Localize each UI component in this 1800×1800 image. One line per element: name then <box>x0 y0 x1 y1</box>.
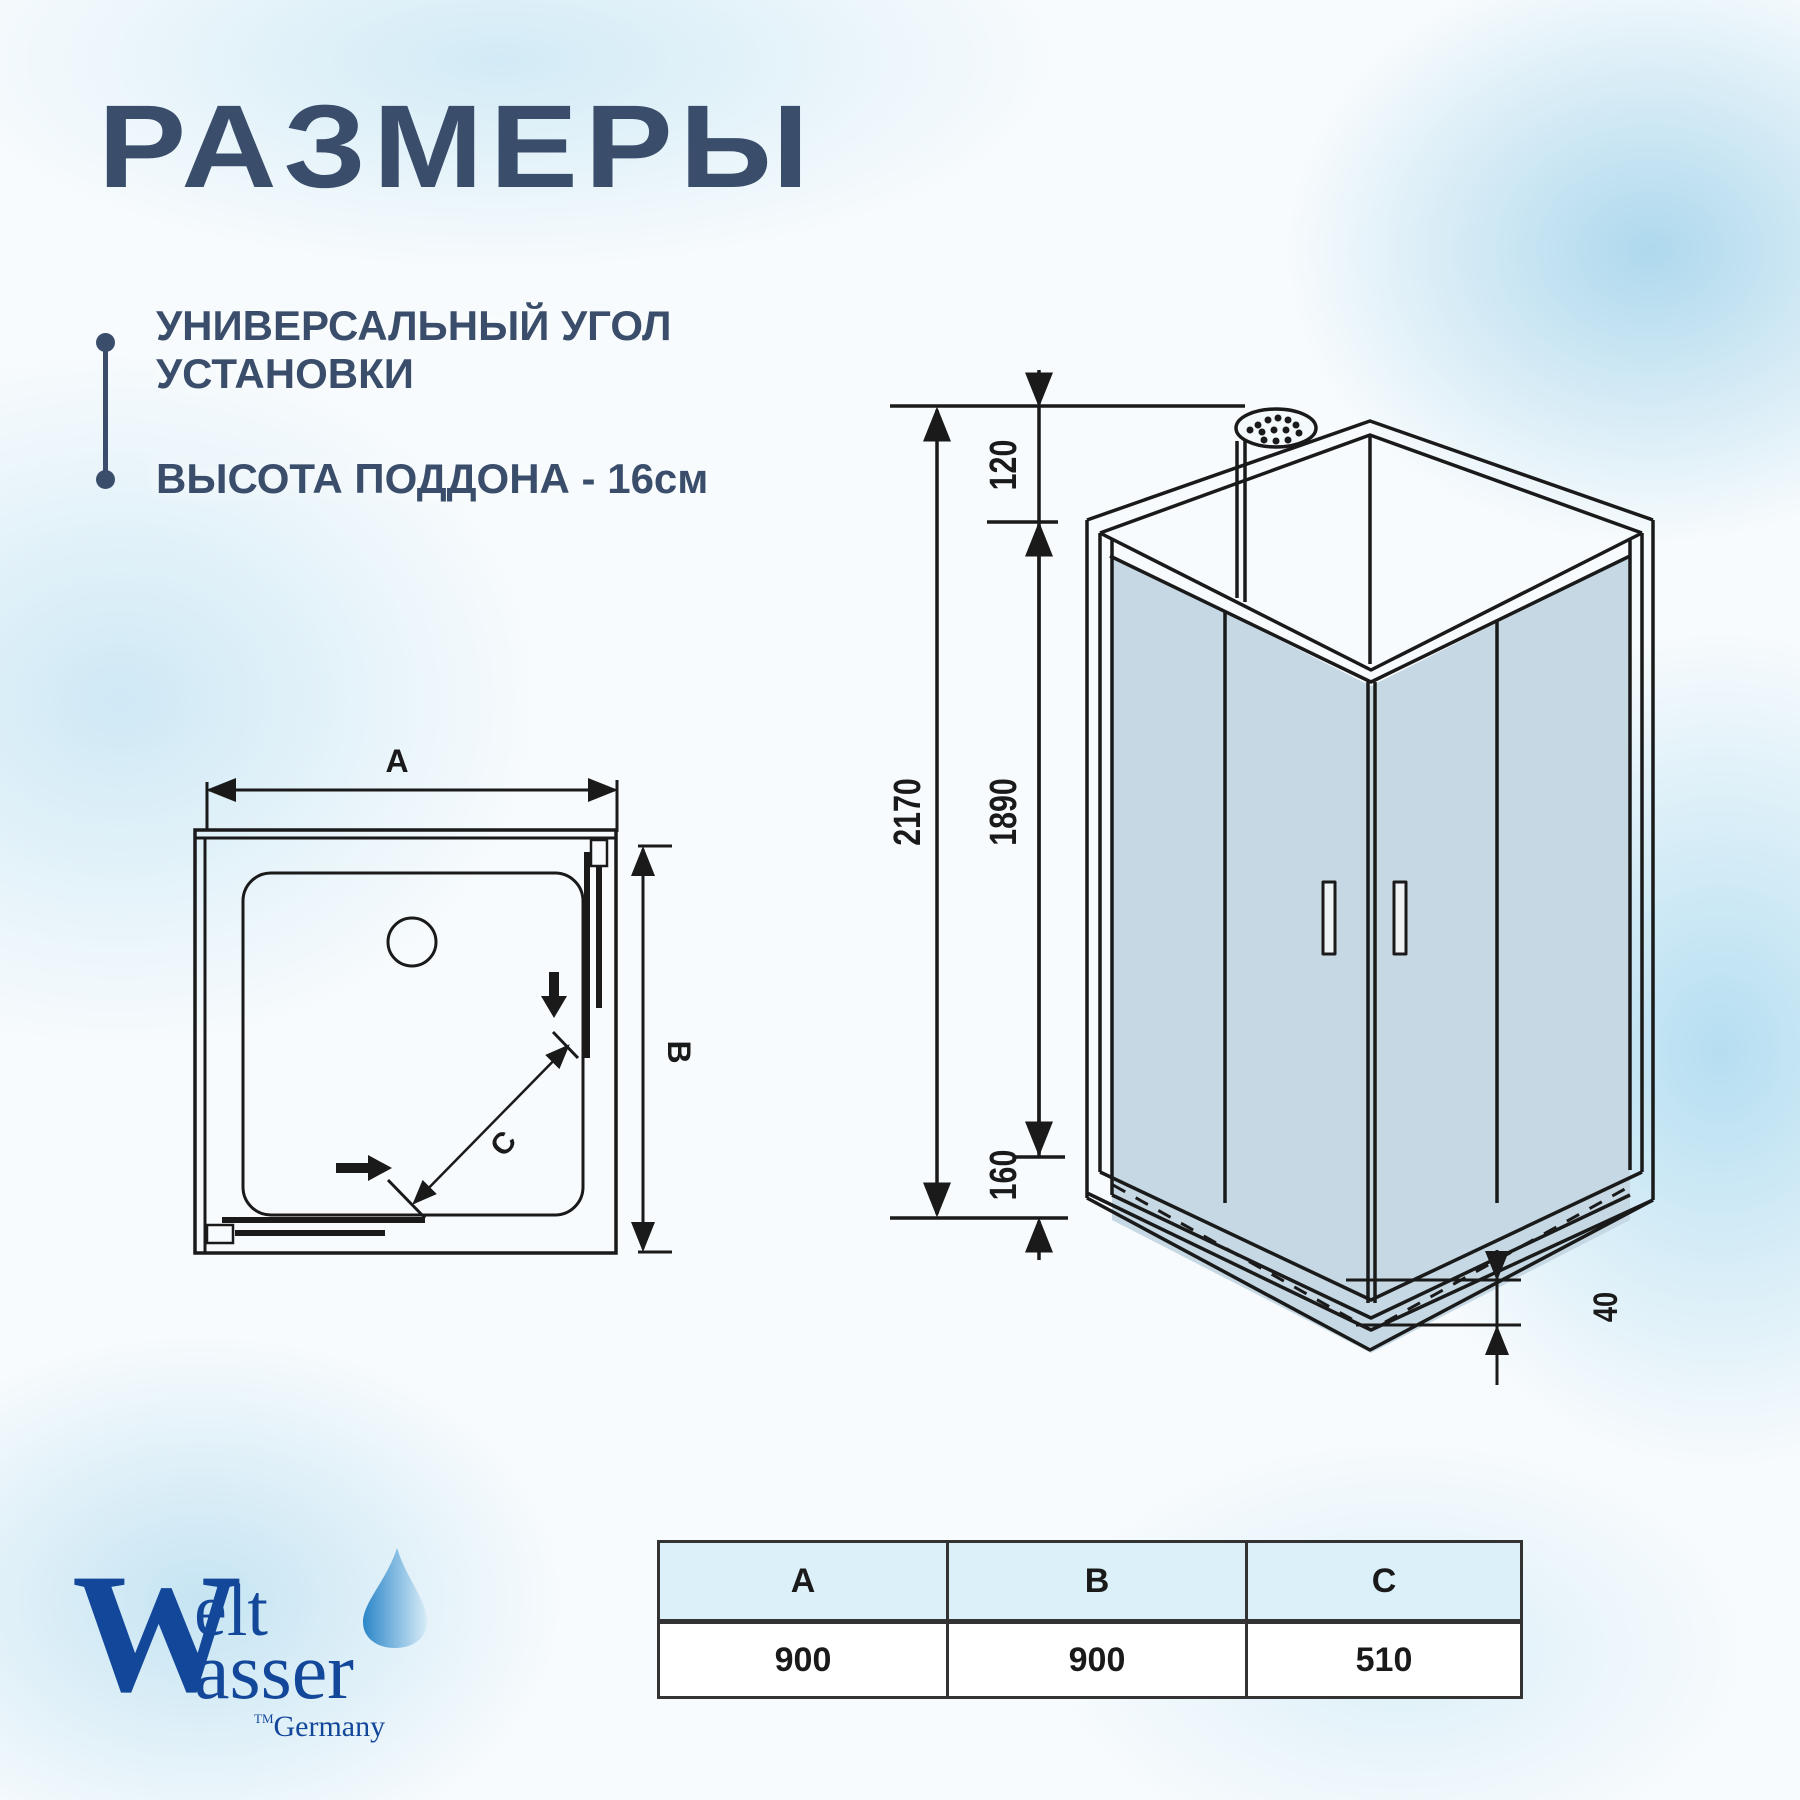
bullet-dot-icon <box>96 470 115 489</box>
logo-country: TMGermany <box>254 1710 386 1743</box>
feature-installation: УСТАНОВКИ <box>156 350 414 397</box>
table-header-a: A <box>657 1541 949 1624</box>
feature-universal-angle: УНИВЕРСАЛЬНЫЙ УГОЛ <box>156 302 672 349</box>
dim-top-gap: 120 <box>983 440 1025 491</box>
bullet-connector-line <box>103 342 108 477</box>
table-header-b: B <box>946 1541 1248 1624</box>
water-drop-icon <box>363 1548 427 1648</box>
logo-asser: asser <box>194 1628 354 1716</box>
table-row: 900 900 510 <box>657 1621 1523 1698</box>
table-header-c: C <box>1245 1541 1523 1624</box>
plan-label-b: B <box>661 1040 697 1063</box>
dim-door-height: 1890 <box>983 778 1025 846</box>
table-value-c: 510 <box>1245 1621 1523 1698</box>
dimensions-table: A B C 900 900 510 <box>657 1540 1523 1699</box>
table-value-a: 900 <box>657 1621 949 1698</box>
dim-total-height: 2170 <box>887 778 929 846</box>
dim-tray-height: 160 <box>983 1150 1025 1201</box>
shower-head-icon <box>1246 414 1303 445</box>
plan-label-a: A <box>385 743 408 779</box>
logo-w: W <box>72 1539 242 1727</box>
dim-tray-depth: 40 <box>1586 1292 1625 1322</box>
bullet-dot-icon <box>96 333 115 352</box>
page-title: РАЗМЕРЫ <box>98 81 816 213</box>
brand-logo: W elt asser TMGermany <box>72 1540 492 1750</box>
glass-panels <box>1112 556 1630 1353</box>
table-value-b: 900 <box>946 1621 1248 1698</box>
table-header-row: A B C <box>657 1541 1523 1624</box>
entry-arrow-icon <box>336 972 567 1181</box>
logo-elt: elt <box>194 1570 268 1652</box>
feature-tray-height: ВЫСОТА ПОДДОНА - 16см <box>156 455 709 502</box>
